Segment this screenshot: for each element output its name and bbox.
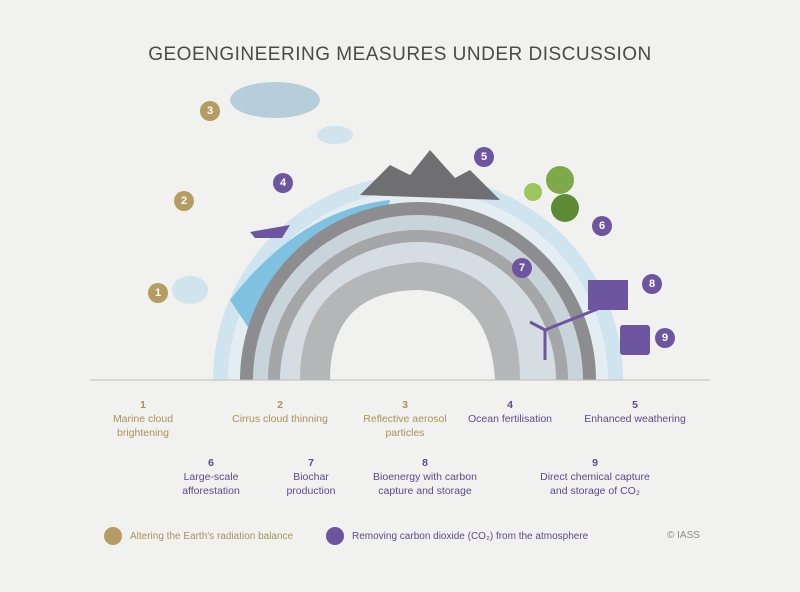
badge-2: 2 <box>174 191 194 211</box>
ship-icon <box>250 225 290 238</box>
legend-radiation: Altering the Earth's radiation balance <box>104 527 293 545</box>
gold-dot-icon <box>104 527 122 545</box>
co2-pipeline <box>529 298 621 360</box>
badge-9: 9 <box>655 328 675 348</box>
badge-3: 3 <box>200 101 220 121</box>
badge-7: 7 <box>512 258 532 278</box>
mountains <box>360 150 500 200</box>
credit: © IASS <box>667 530 700 541</box>
page-title: GEOENGINEERING MEASURES UNDER DISCUSSION <box>148 44 652 65</box>
aerosol-cloud <box>172 82 353 304</box>
direct-capture-unit <box>620 325 650 355</box>
badge-4: 4 <box>273 173 293 193</box>
trees <box>524 166 579 222</box>
legend-co2: Removing carbon dioxide (CO₂) from the a… <box>326 527 588 545</box>
badge-5: 5 <box>474 147 494 167</box>
core <box>330 290 495 380</box>
badge-6: 6 <box>592 216 612 236</box>
badge-8: 8 <box>642 274 662 294</box>
badge-1: 1 <box>148 283 168 303</box>
purple-dot-icon <box>326 527 344 545</box>
